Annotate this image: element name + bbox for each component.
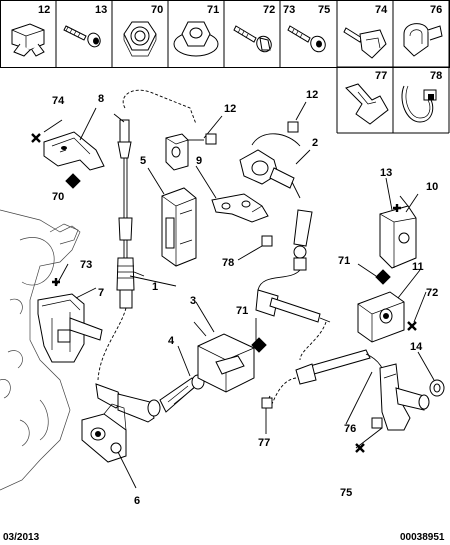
black-square-symbol: [251, 337, 267, 353]
white-square-symbol: [371, 417, 383, 429]
nut-70-illustration: [123, 21, 157, 57]
clip-5: [161, 187, 197, 267]
washer-14: [429, 379, 445, 397]
footer-reference: 00038951: [400, 532, 445, 543]
callout-73: 73: [80, 259, 92, 271]
callout-12: 12: [224, 103, 236, 115]
callout-6: 6: [134, 495, 140, 507]
callout-9: 9: [196, 155, 202, 167]
callout-74: 74: [52, 95, 65, 107]
screw-13-illustration: [63, 25, 101, 48]
white-square-symbol: [261, 235, 273, 247]
plus-symbol: [52, 278, 60, 286]
clip-12-illustration: [11, 23, 45, 57]
bolt-73-illustration: [287, 25, 326, 53]
callout-10: 10: [426, 181, 438, 193]
white-square-symbol: [205, 133, 217, 145]
callout-75: 75: [340, 487, 352, 499]
clip-77-illustration: [345, 83, 389, 125]
callout-1: 1: [152, 281, 158, 293]
cable-housing-3: [193, 321, 255, 393]
plus-symbol: [393, 204, 401, 212]
white-square-symbol: [287, 121, 299, 133]
callout-5: 5: [140, 155, 146, 167]
legend-label-78: 78: [430, 70, 442, 82]
leader-lines: [43, 101, 435, 489]
legend-label-12: 12: [38, 4, 50, 16]
clip-74-illustration: [343, 27, 387, 59]
callout-3: 3: [190, 295, 196, 307]
callout-71-right: 71: [338, 255, 350, 267]
bracket-9: [211, 193, 269, 223]
legend-symbols: [31, 121, 417, 453]
bolt-72-illustration: [233, 25, 272, 53]
swivel-bracket-76: [379, 363, 430, 431]
cross-symbol: [407, 321, 417, 331]
callout-13: 13: [380, 167, 392, 179]
mount-bracket-6: [81, 403, 127, 463]
bracket-11: [357, 291, 405, 343]
cable-tie-78-illustration: [401, 85, 437, 123]
black-square-symbol: [375, 269, 391, 285]
selector-rod-4: [95, 374, 205, 423]
callout-11: 11: [412, 261, 424, 273]
callout-numbers: 74 8 70 12 12 2 5 9 78 1 3 71 4 73 7 13 …: [52, 89, 438, 507]
black-square-symbol: [65, 173, 81, 189]
cable-clip-12-left: [165, 133, 189, 171]
bracket-7: [37, 293, 103, 363]
nut-71-illustration: [173, 21, 219, 57]
legend-label-71: 71: [207, 4, 219, 16]
legend-label-74: 74: [375, 4, 388, 16]
legend-label-72: 72: [263, 4, 275, 16]
parts-legend-header: 12 13 70 71 72 73 75 74 76 77 78: [0, 0, 450, 134]
legend-label-70: 70: [151, 4, 163, 16]
white-square-symbol: [261, 397, 273, 409]
callout-76: 76: [344, 423, 356, 435]
callout-8: 8: [98, 93, 104, 105]
footer-date: 03/2013: [3, 532, 40, 543]
cross-symbol: [355, 443, 365, 453]
legend-label-13: 13: [95, 4, 107, 16]
legend-label-76: 76: [430, 4, 442, 16]
callout-7: 7: [98, 287, 104, 299]
clip-76-illustration: [403, 23, 443, 57]
callout-72: 72: [426, 287, 438, 299]
gear-cable-2: [239, 133, 331, 361]
callout-2: 2: [312, 137, 318, 149]
callout-70: 70: [52, 191, 64, 203]
callout-71: 71: [236, 305, 248, 317]
bracket-8: [43, 131, 105, 171]
bracket-10: [379, 195, 417, 269]
cross-symbol: [31, 133, 41, 143]
legend-label-75: 75: [318, 4, 330, 16]
callout-78: 78: [222, 257, 234, 269]
gearbox-housing-outline: [0, 209, 81, 491]
cable-lower-right: [271, 349, 387, 405]
callout-14: 14: [410, 341, 423, 353]
callout-12-right: 12: [306, 89, 318, 101]
callout-4: 4: [168, 335, 175, 347]
legend-label-77: 77: [375, 70, 387, 82]
callout-77: 77: [258, 437, 270, 449]
gear-cable-1: [97, 89, 197, 381]
legend-label-73: 73: [283, 4, 295, 16]
